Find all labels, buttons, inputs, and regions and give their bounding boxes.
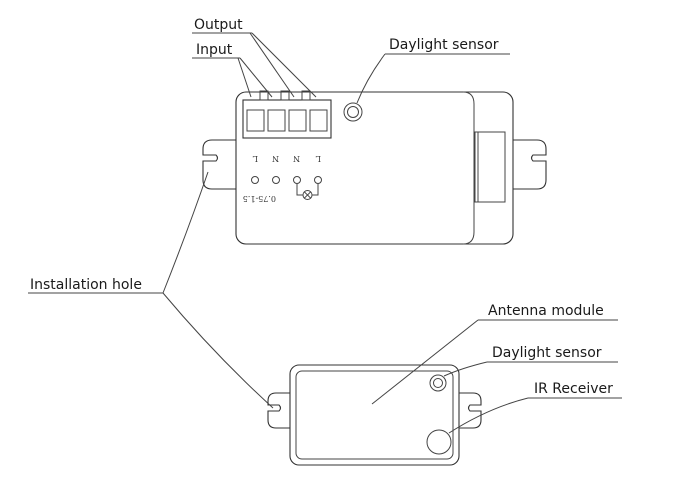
label-installation-hole: Installation hole [30,277,142,293]
callout-labels: Output Input Daylight sensor Installatio… [30,17,613,397]
lamp-wire-left [296,184,303,196]
terminal-block [242,99,332,139]
output-leader-1 [249,32,295,98]
terminal-4 [309,109,328,132]
bottom-right-mounting-ear [459,392,482,429]
bottom-module-view [267,364,482,466]
bottom-daylight-sensor-inner [433,378,443,388]
lamp-cross-b [303,191,312,199]
top-daylight-sensor-lens-outer [343,102,363,122]
top-daylight-sensor-lens-inner [347,106,359,118]
lamp-wire-right [312,184,319,196]
daylight-bottom-leader [443,361,488,377]
top-lid-divider [462,91,475,245]
antenna-leader [371,319,479,405]
terminal-tab-3 [301,90,311,101]
daylight-top-leader [356,53,386,104]
label-antenna-module: Antenna module [488,303,604,319]
input-leader-1 [237,57,252,98]
label-ir-receiver: IR Receiver [534,381,613,397]
top-left-mounting-ear [202,139,236,190]
bottom-module-body [289,364,460,466]
mark-n-right: N [293,154,300,163]
terminal-3 [288,109,307,132]
lamp-symbol [302,190,313,200]
label-daylight-sensor-top: Daylight sensor [389,37,499,53]
top-right-mounting-ear [513,139,547,190]
installation-leader-top [162,171,209,294]
mark-l-right: L [315,154,321,163]
input-leader-2 [239,57,273,98]
terminal-2 [267,109,286,132]
terminal-hole-2 [272,176,280,184]
terminal-hole-1 [251,176,259,184]
ir-leader [448,397,529,434]
label-input: Input [196,42,233,58]
terminal-hole-3 [293,176,301,184]
wire-size-mark: 0.75-1.5 [243,194,276,203]
mark-n-left: N [272,154,279,163]
bottom-left-mounting-ear [267,392,290,429]
label-daylight-sensor-bottom: Daylight sensor [492,345,602,361]
ir-receiver-lens [426,429,452,455]
installation-leader-bottom [162,292,274,409]
bottom-daylight-sensor-outer [429,374,447,392]
terminal-1 [246,109,265,132]
output-leader-2 [251,32,317,98]
mark-l-left: L [252,154,258,163]
label-output: Output [194,17,243,33]
top-module-view: L N N L 0.75-1.5 [202,90,547,245]
terminal-tab-2 [280,90,290,101]
top-side-window [474,131,506,203]
terminal-hole-4 [314,176,322,184]
bottom-module-inner [295,370,454,460]
leader-lines [28,32,622,434]
terminal-tab-1 [259,90,269,101]
